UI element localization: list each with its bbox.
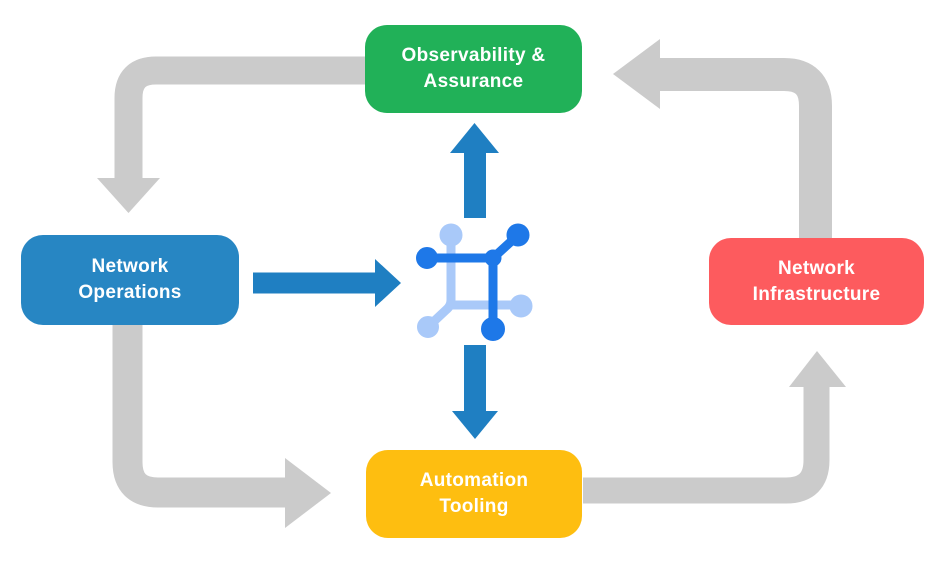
hub-icon-light-strokes [417, 223, 533, 338]
blue-arrow-hub-to-automation [452, 345, 498, 439]
node-observability-label: Observability & Assurance [401, 45, 546, 92]
gray-arrow-automation-to-infrastructure [583, 351, 846, 504]
node-automation-label: Automation Tooling [419, 470, 529, 517]
node-automation-tooling: Automation Tooling [366, 450, 582, 538]
blue-arrow-operations-to-hub [253, 259, 401, 307]
gray-arrow-infrastructure-to-observability [613, 39, 832, 238]
node-operations-label: Network Operations [78, 256, 182, 303]
node-infrastructure-label: Network Infrastructure [752, 257, 881, 305]
gray-arrow-observability-to-operations [97, 56, 365, 213]
node-observability-assurance: Observability & Assurance [365, 25, 582, 113]
node-network-infrastructure: Network Infrastructure [709, 238, 924, 325]
blue-arrow-hub-to-observability [450, 123, 499, 218]
hub-icon-dark-strokes [416, 223, 530, 341]
network-automation-hub-icon [416, 223, 533, 341]
node-network-operations: Network Operations [21, 235, 239, 325]
gray-arrow-operations-to-automation [112, 325, 331, 528]
